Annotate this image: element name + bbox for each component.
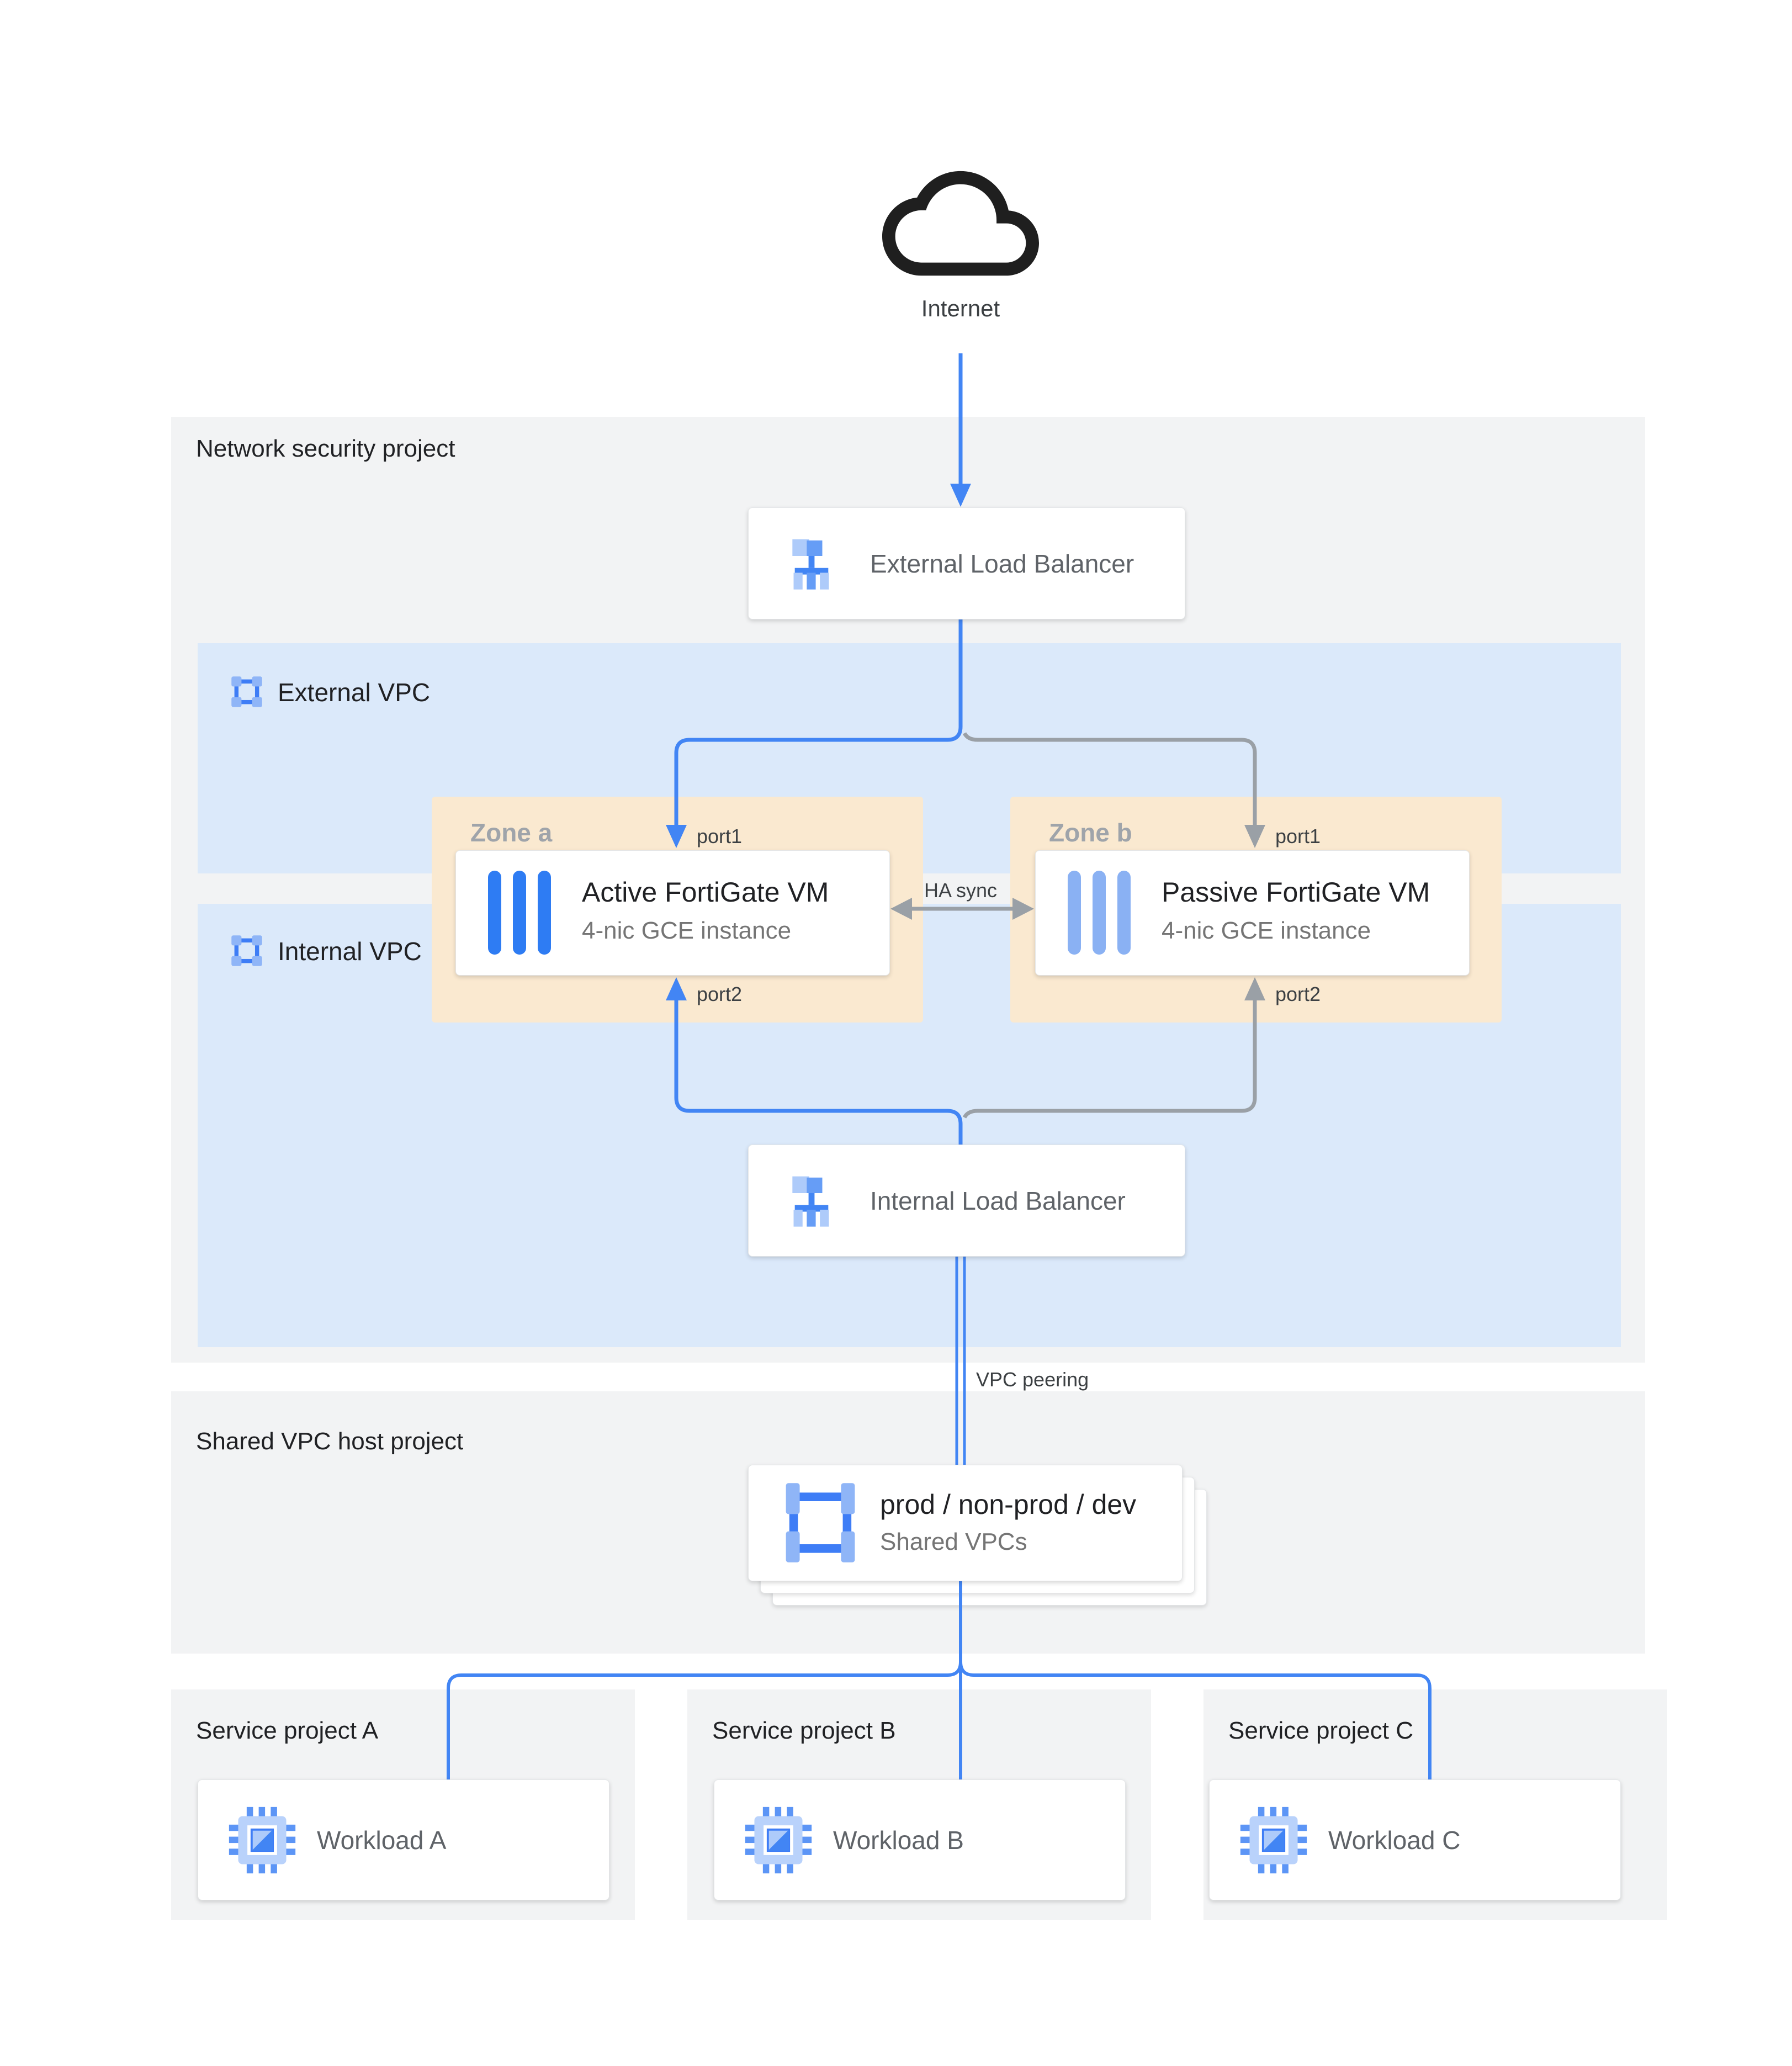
- workload-a-node: Workload A: [198, 1779, 609, 1900]
- shared-vpc-host-project-label: Shared VPC host project: [196, 1428, 464, 1455]
- external-vpc-label: External VPC: [278, 678, 431, 707]
- workload-b-node: Workload B: [714, 1779, 1126, 1900]
- zone-b-port2-label: port2: [1275, 983, 1321, 1005]
- zone-b-port1-label: port1: [1275, 825, 1321, 847]
- workload-c-label: Workload C: [1328, 1826, 1461, 1855]
- workload-c-node: Workload C: [1209, 1779, 1621, 1900]
- ha-sync-label: HA sync: [924, 879, 998, 902]
- compute-chip-icon: [743, 1805, 814, 1876]
- shared-vpcs-title: prod / non-prod / dev: [880, 1489, 1137, 1520]
- zone-a-port2-label: port2: [697, 983, 743, 1005]
- zone-a-label: Zone a: [470, 818, 553, 847]
- internal-vpc-label: Internal VPC: [278, 937, 422, 966]
- active-fortigate-vm-subtitle: 4-nic GCE instance: [582, 917, 792, 944]
- service-project-c-label: Service project C: [1228, 1717, 1414, 1744]
- fortigate-vm-bars-icon: [488, 871, 554, 955]
- internet-cloud-icon: [882, 161, 1039, 292]
- fortigate-vm-bars-icon: [1068, 871, 1134, 955]
- network-security-project-label: Network security project: [196, 435, 455, 462]
- passive-fortigate-vm-node: Passive FortiGate VM 4-nic GCE instance: [1035, 850, 1470, 976]
- vpc-peering-label: VPC peering: [976, 1368, 1089, 1391]
- workload-a-label: Workload A: [317, 1826, 447, 1855]
- service-project-a-label: Service project A: [196, 1717, 379, 1744]
- load-balancer-icon: [783, 534, 840, 592]
- service-project-b-label: Service project B: [712, 1717, 896, 1744]
- internal-load-balancer-node: Internal Load Balancer: [748, 1145, 1185, 1257]
- zone-b-label: Zone b: [1049, 818, 1132, 847]
- shared-vpcs-node: prod / non-prod / dev Shared VPCs: [748, 1465, 1183, 1581]
- shared-vpc-icon: [777, 1480, 863, 1566]
- zone-a-port1-label: port1: [697, 825, 743, 847]
- external-load-balancer-node: External Load Balancer: [748, 507, 1185, 619]
- compute-chip-icon: [227, 1805, 298, 1876]
- passive-fortigate-vm-title: Passive FortiGate VM: [1162, 877, 1430, 908]
- internal-load-balancer-label: Internal Load Balancer: [870, 1186, 1126, 1215]
- active-fortigate-vm-node: Active FortiGate VM 4-nic GCE instance: [455, 850, 890, 976]
- vpc-network-icon: [229, 674, 264, 709]
- passive-fortigate-vm-subtitle: 4-nic GCE instance: [1162, 917, 1371, 944]
- compute-chip-icon: [1238, 1805, 1309, 1876]
- load-balancer-icon: [783, 1172, 840, 1229]
- external-load-balancer-label: External Load Balancer: [870, 549, 1134, 578]
- vpc-network-icon: [229, 933, 264, 968]
- shared-vpcs-subtitle: Shared VPCs: [880, 1528, 1027, 1555]
- workload-b-label: Workload B: [833, 1826, 964, 1855]
- internet-label: Internet: [921, 295, 1000, 321]
- active-fortigate-vm-title: Active FortiGate VM: [582, 877, 829, 908]
